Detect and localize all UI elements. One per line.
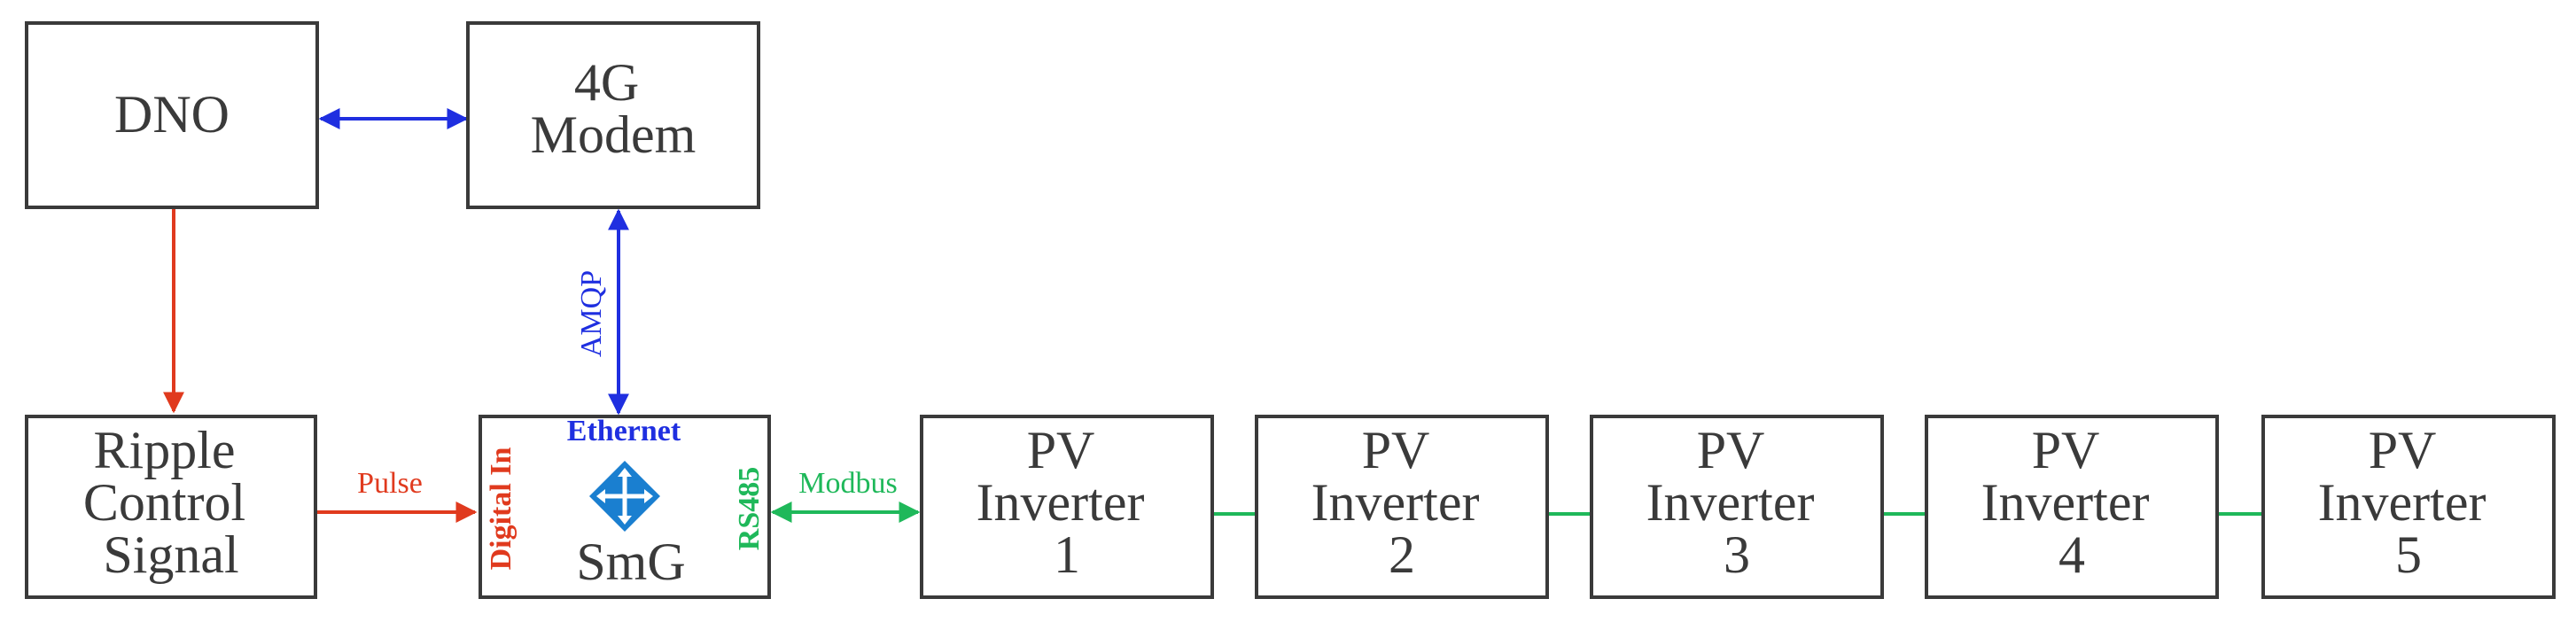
inverter-4-line-3: 4 <box>2058 525 2085 584</box>
svg-text:SmG: SmG <box>576 533 685 591</box>
inverter-4-line-1: PV <box>2032 421 2099 479</box>
rs485-port-label: RS485 <box>733 467 766 550</box>
inverter-2-line-1: PV <box>1362 421 1429 479</box>
inverter-node-3: PV Inverter 3 <box>1590 415 1884 599</box>
inverter-5-line-2: Inverter <box>2318 473 2487 532</box>
amqp-edge-label: AMQP <box>575 270 608 357</box>
ethernet-port-label: Ethernet <box>567 415 681 447</box>
inverter-node-4: PV Inverter 4 <box>1925 415 2219 599</box>
ripple-label-line-2: Control <box>83 473 245 532</box>
svg-text:Pulse: Pulse <box>357 467 423 500</box>
modem-label-line-2: Modem <box>531 105 697 164</box>
svg-text:PV Inverter 2: PV Inverter 2 <box>1311 421 1493 584</box>
inverter-node-5: PV Inverter 5 <box>2261 415 2556 599</box>
smg-node: SmG <box>479 415 771 599</box>
inverter-2-line-3: 2 <box>1389 525 1415 584</box>
svg-text:Modbus: Modbus <box>798 467 897 500</box>
inverter-3-line-1: PV <box>1697 421 1764 479</box>
inverter-3-line-3: 3 <box>1724 525 1750 584</box>
modbus-edge-label: Modbus <box>798 467 897 500</box>
svg-text:DNO: DNO <box>114 85 230 144</box>
svg-text:RS485: RS485 <box>733 467 766 550</box>
svg-text:AMQP: AMQP <box>575 270 608 357</box>
inverter-5-line-1: PV <box>2369 421 2436 479</box>
svg-text:PV Inverter 1: PV Inverter 1 <box>977 421 1158 584</box>
ripple-label-line-3: Signal <box>103 525 238 584</box>
dno-node: DNO <box>25 21 319 209</box>
inverter-2-line-2: Inverter <box>1311 473 1480 532</box>
ripple-label-line-1: Ripple <box>94 421 236 479</box>
digital-in-port-label: Digital In <box>485 447 518 570</box>
inverter-5-line-3: 5 <box>2395 525 2422 584</box>
inverter-1-line-1: PV <box>1027 421 1094 479</box>
svg-text:PV Inverter 4: PV Inverter 4 <box>1981 421 2163 584</box>
ripple-node: Ripple Control Signal <box>25 415 317 599</box>
svg-text:Ethernet: Ethernet <box>567 415 681 447</box>
router-icon <box>589 461 660 532</box>
modem-label-line-1: 4G <box>574 53 639 112</box>
inverter-1-line-2: Inverter <box>977 473 1145 532</box>
svg-text:PV Inverter 3: PV Inverter 3 <box>1646 421 1828 584</box>
dno-label: DNO <box>114 85 230 144</box>
pulse-edge-label: Pulse <box>357 467 423 500</box>
smg-label: SmG <box>576 533 685 591</box>
svg-text:Digital In: Digital In <box>485 447 518 570</box>
inverter-node-1: PV Inverter 1 <box>920 415 1214 599</box>
modem-node: 4G Modem <box>466 21 760 209</box>
inverter-3-line-2: Inverter <box>1646 473 1815 532</box>
svg-text:4G Modem: 4G Modem <box>531 53 697 164</box>
inverter-4-line-2: Inverter <box>1981 473 2150 532</box>
svg-text:PV Inverter 5: PV Inverter 5 <box>2318 421 2500 584</box>
inverter-1-line-3: 1 <box>1054 525 1080 584</box>
inverter-node-2: PV Inverter 2 <box>1255 415 1549 599</box>
svg-text:Ripple Control Sig: Ripple Control Signal <box>83 421 259 584</box>
